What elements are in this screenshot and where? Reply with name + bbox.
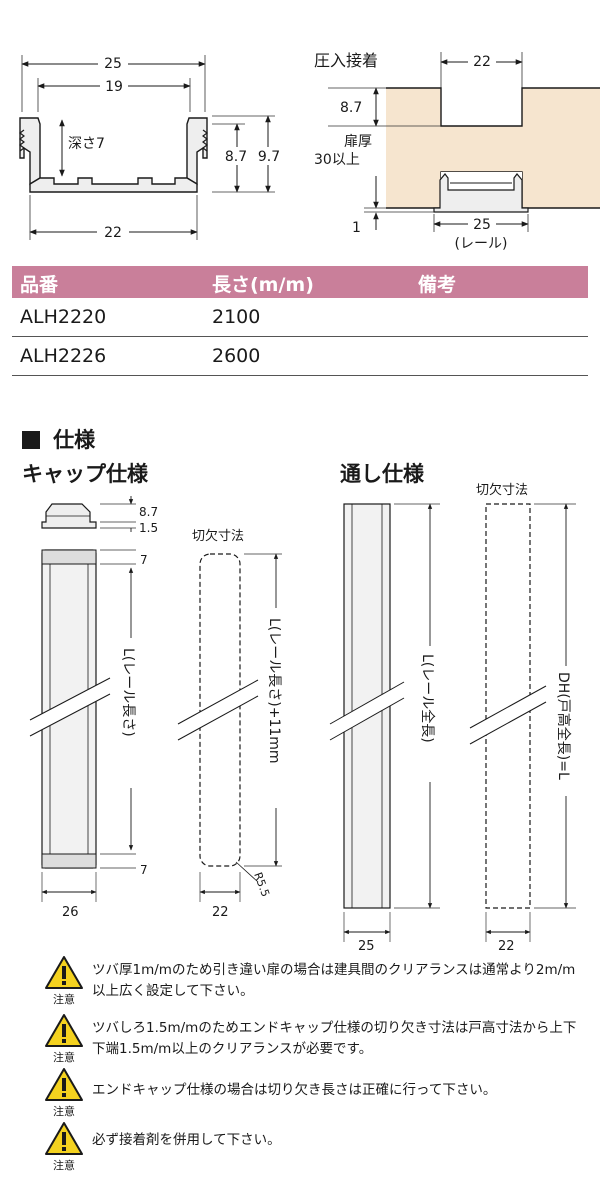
dim-gap: 1 <box>352 220 361 236</box>
cell-length: 2100 <box>212 306 261 328</box>
through-spec-title: 通し仕様 <box>340 462 424 486</box>
caution-label: 注意 <box>53 1050 75 1064</box>
caution-note: 注意 エンドキャップ仕様の場合は切り欠き長さは正確に行って下さい。 <box>44 1066 590 1118</box>
caution-label: 注意 <box>53 1104 75 1118</box>
spec-heading-block: 仕様 <box>22 424 95 454</box>
warning-triangle-icon: 注意 <box>45 1014 83 1064</box>
through-length-label: L(レール全長) <box>419 654 436 743</box>
cell-length: 2600 <box>212 345 261 367</box>
cap-cutout-radius: R5.5 <box>251 871 272 899</box>
dim-groove: 8.7 <box>340 100 362 116</box>
dim-bot7: 7 <box>140 863 148 877</box>
rail-in-door <box>433 173 529 213</box>
door-panel <box>386 88 600 208</box>
rail-cross-section-drawing: 25 19 深さ7 8.7 9.7 22 <box>19 54 285 241</box>
door-label-1: 扉厚 <box>344 134 372 150</box>
cap-length-label: L(レール長さ) <box>120 648 136 737</box>
cell-code: ALH2226 <box>20 345 107 367</box>
cell-code: ALH2220 <box>20 306 107 328</box>
header-note: 備考 <box>418 274 457 296</box>
caution-label: 注意 <box>53 992 75 1006</box>
table-row: ALH2220 2100 <box>12 298 588 337</box>
cap-width: 26 <box>62 905 79 920</box>
dim-overall: 25 <box>104 56 122 72</box>
dim-depth: 深さ7 <box>68 136 105 152</box>
dim-top7: 7 <box>140 553 148 567</box>
note-text: ツバしろ1.5m/mのためエンドキャップ仕様の切り欠き寸法は戸高寸法から上下下端… <box>92 1020 577 1057</box>
header-length: 長さ(m/m) <box>212 274 314 296</box>
caution-note: 注意 ツバ厚1m/mのため引き違い扉の場合は建具間のクリアランスは通常より2m/… <box>44 954 590 1006</box>
warning-triangle-icon: 注意 <box>45 1122 83 1172</box>
dim-inner: 19 <box>105 79 123 95</box>
caution-label: 注意 <box>53 1158 75 1172</box>
table-row: ALH2226 2600 <box>12 337 588 376</box>
rail-profile <box>19 117 41 186</box>
warning-triangle-icon: 注意 <box>45 956 83 1006</box>
dim-cap-b: 1.5 <box>139 521 158 535</box>
cap-spec-drawing: 8.7 1.5 7 7 L(レール長さ) 26 切欠寸法 L(レール長さ)+11… <box>29 496 282 920</box>
through-width: 25 <box>358 939 375 952</box>
press-fit-drawing: 圧入接着 22 8.7 扉厚 30以上 1 25 (レール) <box>314 51 600 252</box>
note-text: エンドキャップ仕様の場合は切り欠き長さは正確に行って下さい。 <box>92 1082 497 1098</box>
table-header: 品番 長さ(m/m) 備考 <box>12 266 588 298</box>
spec-heading: 仕様 <box>53 428 96 452</box>
cap-spec-title: キャップ仕様 <box>22 462 148 486</box>
cap-cutout-title: 切欠寸法 <box>192 528 244 544</box>
note-text: ツバ厚1m/mのため引き違い扉の場合は建具間のクリアランスは通常より2m/m以上… <box>92 962 576 999</box>
through-cutout-width: 22 <box>498 939 515 952</box>
dim-cap-h: 8.7 <box>139 505 158 519</box>
square-bullet-icon <box>22 431 40 449</box>
dim-bottom: 22 <box>104 225 122 241</box>
dim-h2: 9.7 <box>258 149 280 165</box>
dim-top: 22 <box>473 54 491 70</box>
warning-triangle-icon: 注意 <box>45 1068 83 1118</box>
caution-note: 注意 必ず接着剤を併用して下さい。 <box>44 1120 590 1172</box>
press-fit-title: 圧入接着 <box>314 51 378 70</box>
caution-note: 注意 ツバしろ1.5m/mのためエンドキャップ仕様の切り欠き寸法は戸高寸法から上… <box>44 1012 590 1064</box>
cap-cutout-length: L(レール長さ)+11mm <box>266 618 282 764</box>
through-cutout-length: DH(戸高全長)=L <box>555 672 572 780</box>
rail-label: (レール) <box>455 236 508 252</box>
header-code: 品番 <box>20 274 59 296</box>
note-text: 必ず接着剤を併用して下さい。 <box>92 1132 281 1148</box>
door-label-2: 30以上 <box>314 152 360 168</box>
dim-rail: 25 <box>473 217 491 233</box>
product-table: 品番 長さ(m/m) 備考 ALH2220 2100 ALH2226 2600 <box>12 266 588 376</box>
through-cutout-title: 切欠寸法 <box>476 482 528 498</box>
dim-h1: 8.7 <box>225 149 247 165</box>
cap-cutout-outline <box>199 553 241 867</box>
through-spec-drawing: L(レール全長) 25 切欠寸法 DH(戸高全長)=L 22 <box>329 482 576 952</box>
cap-cutout-width: 22 <box>212 905 229 920</box>
